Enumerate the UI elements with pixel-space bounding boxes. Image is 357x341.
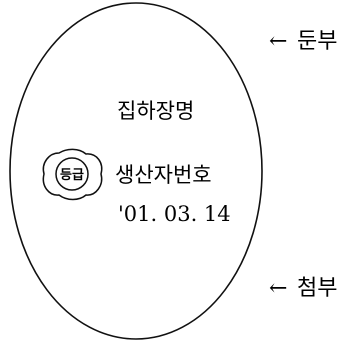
producer-number: 생산자번호 [115, 163, 212, 187]
collection-site-name: 집하장명 [117, 99, 194, 123]
callout-blunt-end: ← 둔부 [269, 29, 337, 54]
stamp-label: 등급 [60, 168, 84, 183]
blunt-end-arrow: ← [269, 29, 287, 54]
laying-date: '01. 03. 14 [118, 202, 231, 226]
stamp-flower-outline [42, 148, 103, 201]
stamp-inner-circle [55, 157, 89, 191]
pointed-end-arrow: ← [269, 276, 287, 301]
callout-pointed-end: ← 첨부 [269, 276, 337, 301]
grade-stamp: 등급 [42, 148, 103, 201]
blunt-end-label: 둔부 [297, 29, 337, 54]
egg-outline [9, 2, 263, 340]
pointed-end-label: 첨부 [297, 276, 337, 301]
